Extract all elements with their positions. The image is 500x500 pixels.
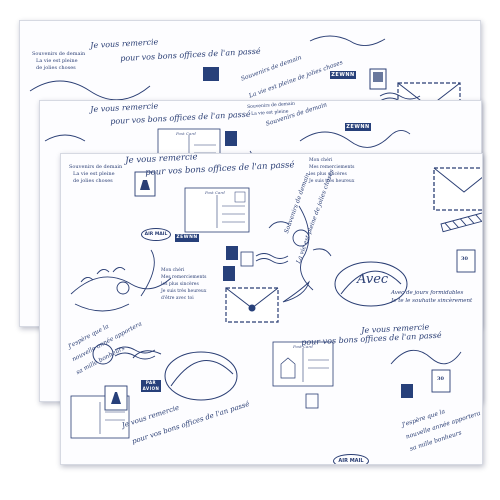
stamp-icon (431, 369, 451, 393)
stamp-icon (226, 246, 238, 260)
poem-line: Souvenirs de demain (32, 51, 86, 57)
flourish-icon (299, 130, 411, 148)
stamp-icon (456, 249, 476, 273)
avec-flourish-icon (334, 261, 408, 307)
par-avion-label: PAR (141, 380, 161, 386)
placemat-sheet-front: Je vous remercie pour vos bons offices d… (60, 153, 483, 465)
stamp-icon (203, 67, 219, 81)
postcard-icon (272, 341, 334, 387)
avec-flourish-icon (132, 350, 238, 401)
stamp-icon (104, 385, 128, 411)
floral-flourish-icon (268, 205, 332, 291)
postcard-title: Post Card (176, 131, 196, 136)
small-tag-label: ZEWNN (345, 123, 371, 131)
small-tag-label: ZEWNN (175, 234, 199, 242)
poem-line: La vie est pleine (36, 58, 78, 64)
stamp-icon (225, 131, 237, 146)
stamp-icon (369, 68, 387, 90)
postmark-wave-icon (379, 92, 421, 100)
letter-line: Mes remerciements (309, 165, 355, 170)
postcard-icon (184, 187, 250, 233)
stamp-value: 30 (461, 256, 468, 262)
floral-flourish-icon (70, 249, 172, 312)
postcard-title: Post Card (205, 190, 225, 195)
sheet-front-artwork (70, 167, 482, 439)
poem-line: La vie est pleine (73, 171, 115, 177)
envelope-icon (433, 167, 482, 211)
postmark-icon (92, 343, 114, 365)
letter-line: Je suis très heureux (309, 179, 355, 184)
letter-line: d'être avec toi (161, 296, 194, 301)
letter-line: Je suis très heureux (161, 289, 207, 294)
poem-line: de jolies choses (73, 178, 113, 184)
air-mail-badge: AIR MAIL (141, 228, 171, 241)
letter-line: les plus sincères (309, 172, 347, 177)
envelope-icon (225, 287, 279, 323)
avec-line: Avec de jours formidables (391, 290, 464, 296)
air-mail-badge: AIR MAIL (333, 454, 369, 464)
avec-line: Je te le souhaite sincèrement (391, 298, 473, 304)
stamp-icon (134, 171, 156, 197)
poem-line: Souvenirs de demain (69, 164, 123, 170)
poem-line: de jolies choses (36, 65, 76, 71)
airmail-ribbon-icon (440, 211, 482, 233)
letter-line: Mon chéri (309, 158, 333, 163)
stamp-icon (401, 384, 413, 398)
small-tag-label: ZEWNN (330, 71, 356, 79)
avec-word: Avec (357, 272, 389, 287)
stamp-value: 30 (437, 376, 444, 382)
floral-flourish-icon (390, 349, 462, 365)
quill-icon (282, 280, 310, 303)
par-avion-label: AVION (141, 386, 161, 392)
letter-line: Mes remerciements (161, 275, 207, 280)
flourish-icon (29, 80, 151, 101)
postcard-title: Post Card (293, 344, 313, 349)
letter-line: Mon chéri (161, 268, 185, 273)
letter-line: les plus sincères (161, 282, 199, 287)
